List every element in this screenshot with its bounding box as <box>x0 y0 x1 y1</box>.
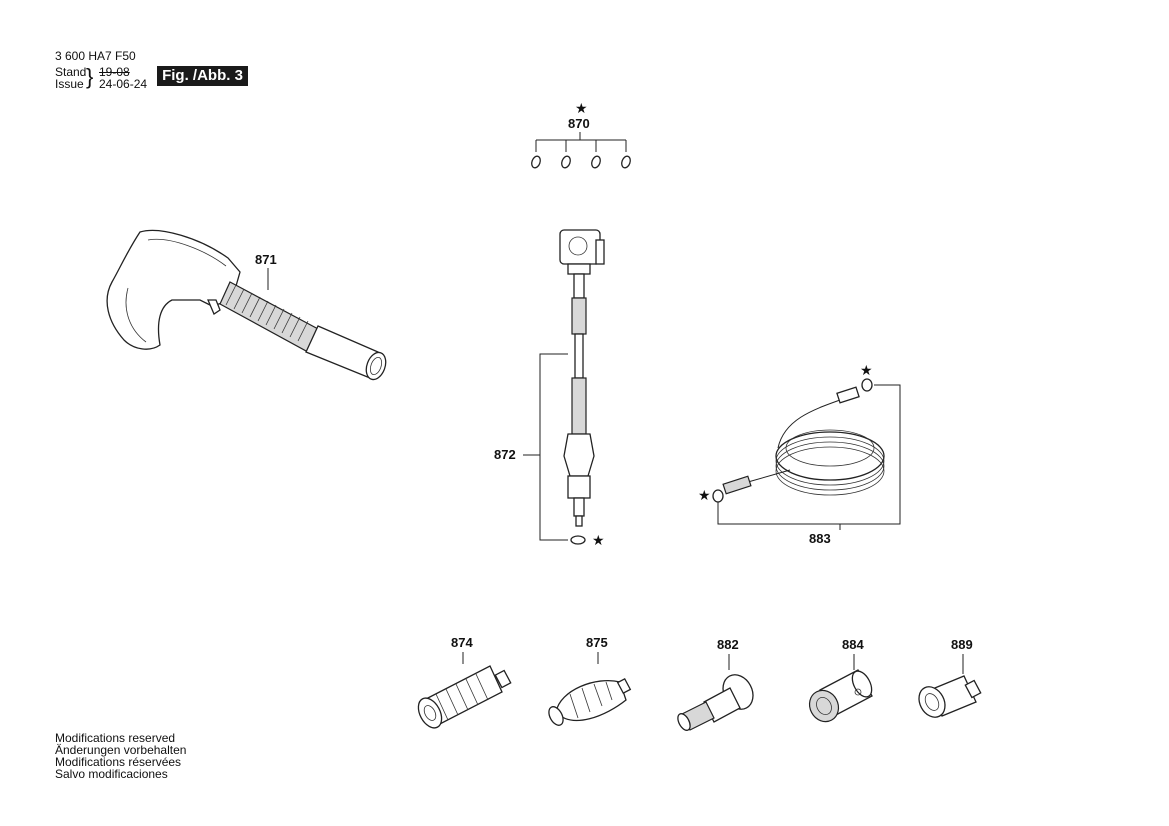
part-874-label[interactable]: 874 <box>451 635 473 650</box>
part-872-label[interactable]: 872 <box>494 447 516 462</box>
brace-symbol: } <box>86 64 94 89</box>
part-889-label[interactable]: 889 <box>951 637 973 652</box>
part-870-group: ★ 870 <box>531 101 631 169</box>
hose-coil-icon <box>722 386 885 496</box>
part-882-label[interactable]: 882 <box>717 637 739 652</box>
part-872-group: 872 ★ <box>494 229 605 549</box>
o-ring-icon <box>570 535 586 545</box>
coupling-icon <box>918 675 982 718</box>
part-889-group: 889 <box>918 637 982 718</box>
spray-nozzle-icon <box>548 677 632 726</box>
issue-label: Issue <box>55 77 84 91</box>
o-ring-icon <box>712 489 724 503</box>
o-ring-icon <box>531 155 631 169</box>
part-883-label[interactable]: 883 <box>809 531 831 546</box>
part-874-group: 874 <box>417 635 512 729</box>
note-fr: Modifications réservées <box>55 755 182 769</box>
part-871-label[interactable]: 871 <box>255 252 277 267</box>
part-883-group: ★ ★ 883 <box>698 363 901 546</box>
adapter-icon <box>677 674 754 731</box>
part-884-label[interactable]: 884 <box>842 637 864 652</box>
part-883-star-top: ★ <box>860 363 873 379</box>
spray-gun-icon <box>106 229 387 381</box>
part-871-group: 871 <box>106 229 387 381</box>
part-883-star-left: ★ <box>698 488 711 504</box>
part-870-star: ★ <box>575 101 588 117</box>
lance-icon <box>559 229 605 527</box>
figure-badge: Fig. /Abb. 3 <box>157 66 248 86</box>
part-872-star: ★ <box>592 533 605 549</box>
issue-value: 24-06-24 <box>99 77 148 91</box>
part-882-group: 882 <box>677 637 754 731</box>
stand-value: 19-08 <box>99 65 130 79</box>
o-ring-icon <box>861 378 873 392</box>
part-884-group: 884 <box>808 637 873 723</box>
modifications-notice: Modifications reserved Änderungen vorbeh… <box>55 732 186 780</box>
note-de: Änderungen vorbehalten <box>55 743 187 757</box>
note-en: Modifications reserved <box>55 731 176 745</box>
part-875-label[interactable]: 875 <box>586 635 608 650</box>
stand-label: Stand <box>55 65 87 79</box>
rotary-nozzle-icon <box>417 665 512 729</box>
note-es: Salvo modificaciones <box>55 767 168 781</box>
part-870-label[interactable]: 870 <box>568 116 590 131</box>
quick-connector-icon <box>808 669 873 723</box>
doc-number: 3 600 HA7 F50 <box>55 49 136 63</box>
part-875-group: 875 <box>548 635 632 726</box>
